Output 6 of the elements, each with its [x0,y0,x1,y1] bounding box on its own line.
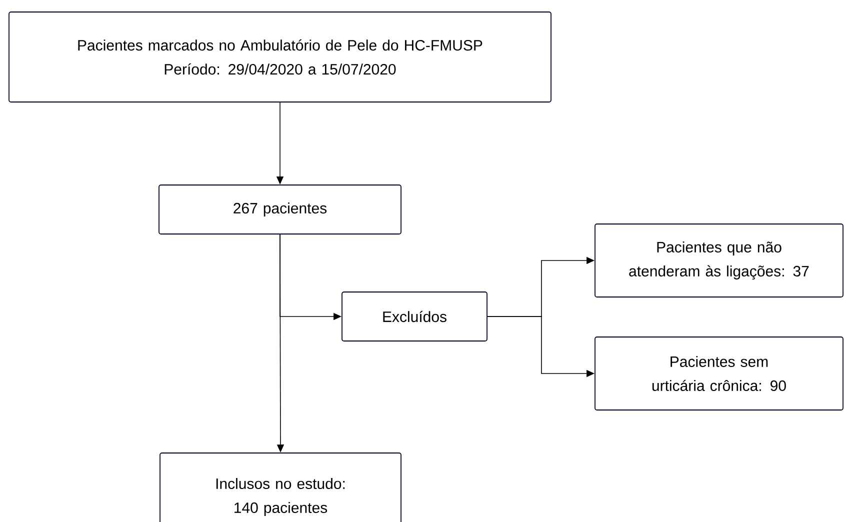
process-box: Pacientes que não atenderam às ligações: 37 [594,224,844,298]
process-box: Inclusos no estudo: 140 pacientes [160,452,402,522]
process-box: Pacientes marcados no Ambulatório de Pele do HC-FMUSP Período: 29/04/2020 a 15/07/2020 [8,12,552,102]
process-box: Pacientes sem urticária crônica: 90 [594,336,844,410]
process-box: Excluídos [342,292,488,342]
process-box: 267 pacientes [158,184,402,234]
